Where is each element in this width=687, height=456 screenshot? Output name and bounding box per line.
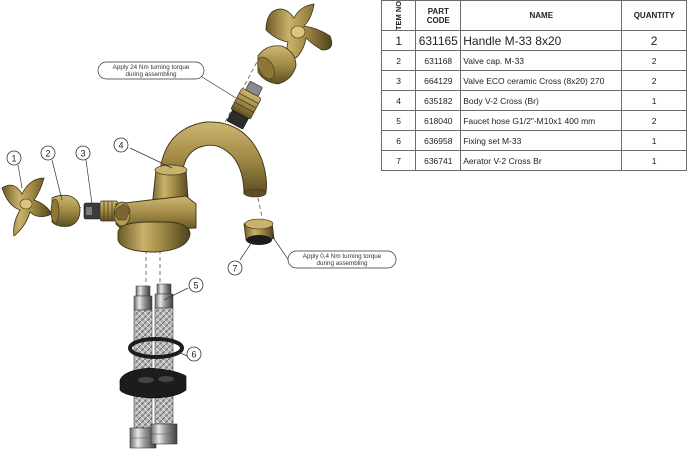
name-header: NAME: [460, 0, 623, 31]
quantity-cell: 2: [621, 30, 687, 51]
callout-2: 2: [40, 145, 56, 161]
valve-torque-note: Apply 24 Nm turning torque during assemb…: [97, 61, 205, 80]
svg-text:4: 4: [118, 141, 123, 151]
part-name-cell: Handle M-33 8x20: [460, 30, 623, 51]
item-no-cell: 1: [380, 30, 417, 51]
table-row: 6 636958 Fixing set M-33 1: [380, 130, 687, 151]
part-name-cell: Valve cap. M-33: [460, 50, 623, 71]
quantity-cell: 1: [621, 90, 687, 111]
callout-6: 6: [186, 346, 202, 362]
table-row: 3 664129 Valve ECO ceramic Cross (8x20) …: [380, 70, 687, 91]
part-code-cell: 664129: [415, 70, 462, 91]
callout-1: 1: [6, 150, 22, 166]
quantity-cell: 1: [621, 150, 687, 171]
part-code-cell: 635182: [415, 90, 462, 111]
item-no-cell: 6: [380, 130, 417, 151]
ceramic-valve-left-part: [83, 200, 119, 222]
faucet-hoses-part: [129, 283, 178, 449]
part-code-cell: 631165: [415, 30, 462, 51]
callout-4: 4: [113, 137, 129, 153]
svg-text:7: 7: [232, 264, 237, 274]
part-name-cell: Body V-2 Cross (Br): [460, 90, 623, 111]
part-code-cell: 618040: [415, 110, 462, 131]
quantity-cell: 2: [621, 50, 687, 71]
quantity-header: QUANTITY: [621, 0, 687, 31]
table-row: 7 636741 Aerator V-2 Cross Br 1: [380, 150, 687, 171]
part-name-cell: Valve ECO ceramic Cross (8x20) 270: [460, 70, 623, 91]
item-no-cell: 7: [380, 150, 417, 171]
item-no-cell: 4: [380, 90, 417, 111]
table-row: 5 618040 Faucet hose G1/2"-M10x1 400 mm …: [380, 110, 687, 131]
svg-text:6: 6: [191, 350, 196, 360]
part-code-cell: 636958: [415, 130, 462, 151]
callout-5: 5: [188, 277, 204, 293]
item-no-cell: 3: [380, 70, 417, 91]
handle-top-part: [265, 3, 333, 59]
quantity-cell: 2: [621, 110, 687, 131]
handle-left-part: [1, 177, 53, 237]
svg-text:Apply 24 Nm turning torque: Apply 24 Nm turning torque: [113, 64, 190, 71]
svg-text:1: 1: [11, 154, 16, 164]
part-code-cell: 631168: [415, 50, 462, 71]
item-no-cell: 5: [380, 110, 417, 131]
aerator-part: [243, 218, 275, 245]
aerator-torque-note: Apply 0,4 Nm turning torque during assem…: [287, 250, 397, 269]
svg-text:Apply 0,4 Nm turning torque: Apply 0,4 Nm turning torque: [303, 253, 382, 260]
svg-text:3: 3: [80, 149, 85, 159]
quantity-cell: 2: [621, 70, 687, 91]
part-name-cell: Fixing set M-33: [460, 130, 623, 151]
quantity-cell: 1: [621, 130, 687, 151]
part-code-cell: 636741: [415, 150, 462, 171]
ceramic-valve-top-part: [226, 81, 263, 130]
callout-3: 3: [75, 145, 91, 161]
item-no-cell: 2: [380, 50, 417, 71]
svg-text:during assembling: during assembling: [125, 71, 177, 78]
faucet-body-part: [113, 121, 267, 253]
valve-cap-left-part: [50, 194, 81, 227]
svg-text:2: 2: [45, 149, 50, 159]
table-row: 4 635182 Body V-2 Cross (Br) 1: [380, 90, 687, 111]
fixing-set-part: [119, 337, 187, 399]
svg-text:5: 5: [193, 281, 198, 291]
svg-text:during assembling: during assembling: [316, 260, 368, 267]
valve-cap-top-part: [257, 45, 297, 85]
table-row: 2 631168 Valve cap. M-33 2: [380, 50, 687, 71]
callout-7: 7: [227, 260, 243, 276]
part-name-cell: Faucet hose G1/2"-M10x1 400 mm: [460, 110, 623, 131]
item-no-header: ITEM NO.: [380, 0, 417, 31]
part-name-cell: Aerator V-2 Cross Br: [460, 150, 623, 171]
table-row: 1 631165 Handle M-33 8x20 2: [380, 30, 687, 51]
